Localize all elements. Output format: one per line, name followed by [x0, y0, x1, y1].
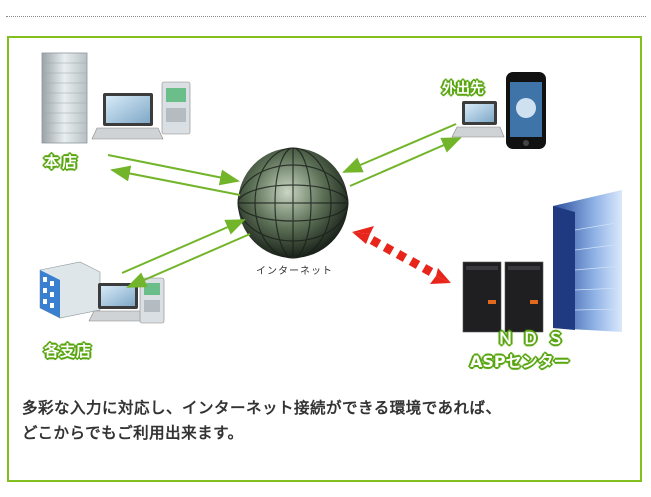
- caption-line-1: 多彩な入力に対応し、インターネット接続ができる環境であれば、: [22, 399, 502, 417]
- laptop-icon: [91, 93, 164, 140]
- laptop-icon: [88, 283, 148, 322]
- connection-arrows: [107, 123, 462, 288]
- laptop-icon: [451, 101, 505, 138]
- office-building-icon: [41, 52, 88, 144]
- terminal-device-icon: [161, 81, 191, 135]
- server-icon: [462, 261, 544, 333]
- smartphone-icon: [506, 72, 546, 149]
- datacenter-building-icon: [553, 190, 623, 332]
- top-dotted-divider: [6, 16, 646, 17]
- label-head-office: 本店: [44, 153, 81, 171]
- globe-icon: [237, 147, 349, 259]
- caption-text: 多彩な入力に対応し、インターネット接続ができる環境であれば、 どこからでもご利用…: [22, 396, 632, 446]
- terminal-device-icon: [139, 277, 165, 324]
- label-internet: インターネット: [256, 266, 333, 277]
- caption-line-2: どこからでもご利用出来ます。: [22, 424, 244, 442]
- label-nds: ＮＤＳ: [497, 329, 573, 348]
- label-remote-location: 外出先: [442, 81, 484, 97]
- dashed-double-arrow: [352, 226, 451, 284]
- label-asp-center: ASPセンター: [470, 352, 570, 371]
- label-branches: 各支店: [44, 342, 93, 360]
- office-building-icon: [39, 261, 101, 319]
